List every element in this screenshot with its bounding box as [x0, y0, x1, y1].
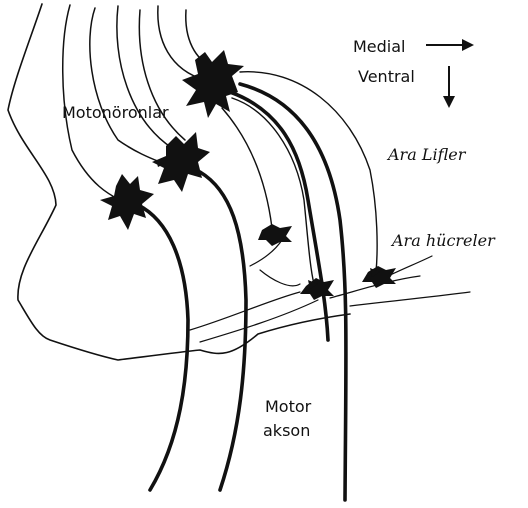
- motoneuron-cell: [100, 174, 154, 230]
- label-motor: Motor: [265, 397, 312, 416]
- branch: [350, 292, 470, 306]
- descending-fiber: [117, 6, 172, 148]
- motor-axon: [138, 205, 188, 490]
- interneuron-branches: [190, 240, 470, 342]
- inter-cell: [362, 266, 396, 288]
- interneuron-fibers: [222, 72, 377, 284]
- motoneurons: [100, 50, 244, 230]
- motoneuron-cell: [152, 132, 210, 192]
- label-ventral: Ventral: [358, 67, 415, 86]
- label-inter-fibers: Ara Lifler: [386, 145, 467, 164]
- inter-cell: [300, 278, 334, 300]
- branch: [250, 240, 282, 266]
- inter-cells: [258, 224, 396, 300]
- ventral-arrow-icon: [443, 66, 455, 108]
- label-inter-cells: Ara hücreler: [390, 231, 496, 250]
- label-motoneurons: Motonöronlar: [62, 103, 169, 122]
- label-medial: Medial: [353, 37, 406, 56]
- motor-axon: [200, 172, 246, 490]
- medial-arrow-icon: [426, 39, 474, 51]
- inter-cell: [258, 224, 292, 246]
- label-axon: akson: [263, 421, 310, 440]
- fiber-terminals: [156, 160, 380, 289]
- motoneuron-cell: [182, 50, 244, 118]
- branch: [260, 270, 300, 286]
